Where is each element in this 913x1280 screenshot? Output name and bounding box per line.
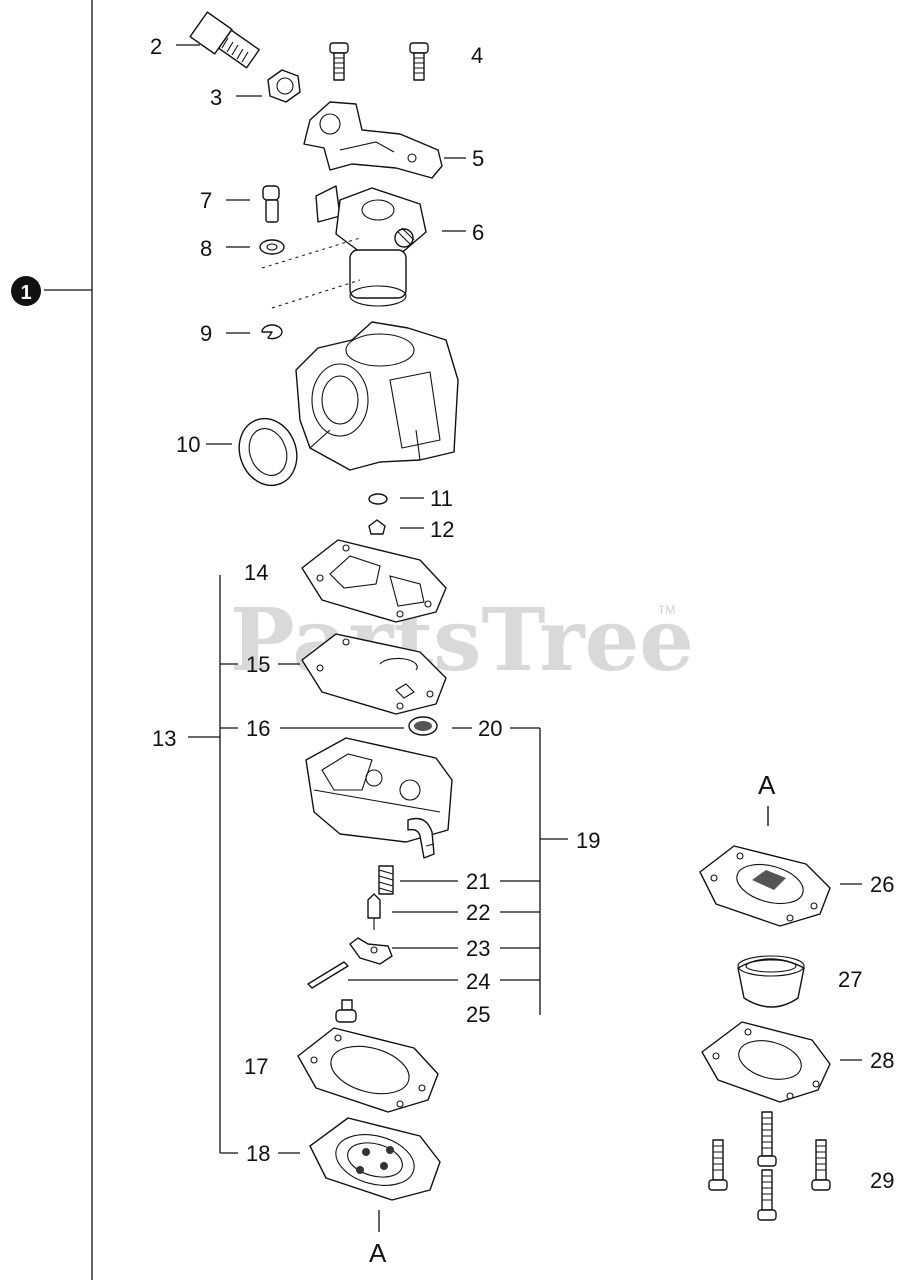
- part-10-ring-gasket[interactable]: [230, 410, 306, 493]
- part-25-screw[interactable]: [335, 999, 357, 1023]
- part-27-primer-bulb[interactable]: [737, 955, 805, 1008]
- part-5-throttle-lever[interactable]: [303, 101, 443, 179]
- part-23-metering-lever[interactable]: [349, 937, 393, 965]
- part-7-idle-screw[interactable]: [262, 185, 280, 223]
- callout-7[interactable]: 7: [200, 188, 212, 213]
- reference-a-bottom[interactable]: A: [369, 1238, 387, 1268]
- callout-25[interactable]: 25: [466, 1002, 490, 1027]
- callout-16[interactable]: 16: [246, 716, 270, 741]
- callout-11[interactable]: 11: [430, 486, 453, 511]
- part-18-diaphragm[interactable]: [309, 1117, 441, 1201]
- reference-a-top[interactable]: A: [758, 770, 776, 800]
- callout-6[interactable]: 6: [472, 220, 484, 245]
- callout-2[interactable]: 2: [150, 34, 162, 59]
- part-8-washer[interactable]: [259, 239, 285, 255]
- part-17-gasket[interactable]: [297, 1027, 439, 1113]
- assembly-marker[interactable]: 1: [11, 276, 41, 306]
- callout-17[interactable]: 17: [244, 1054, 268, 1079]
- callout-27[interactable]: 27: [838, 967, 862, 992]
- part-22-needle[interactable]: [367, 893, 381, 930]
- callout-9[interactable]: 9: [200, 321, 212, 346]
- callout-4[interactable]: 4: [471, 43, 483, 68]
- callout-24[interactable]: 24: [466, 969, 490, 994]
- callout-28[interactable]: 28: [870, 1048, 894, 1073]
- part-11-o-ring[interactable]: [368, 493, 388, 505]
- part-3-nut[interactable]: [267, 69, 301, 103]
- callout-21[interactable]: 21: [466, 869, 490, 894]
- part-21-spring[interactable]: [378, 865, 394, 895]
- part-24-pin[interactable]: [307, 961, 349, 989]
- part-2-adjust-screw[interactable]: [189, 11, 260, 69]
- callout-26[interactable]: 26: [870, 872, 894, 897]
- callout-18[interactable]: 18: [246, 1141, 270, 1166]
- callout-15[interactable]: 15: [246, 652, 270, 677]
- callout-8[interactable]: 8: [200, 236, 212, 261]
- callout-29[interactable]: 29: [870, 1168, 894, 1193]
- callout-22[interactable]: 22: [466, 900, 490, 925]
- svg-text:1: 1: [20, 282, 31, 304]
- trademark: TM: [658, 603, 675, 617]
- part-15-gasket[interactable]: [301, 633, 447, 715]
- part-28-primer-cover[interactable]: [701, 1021, 831, 1103]
- callout-10[interactable]: 10: [176, 432, 200, 457]
- carburetor-body[interactable]: [295, 321, 459, 471]
- callout-19[interactable]: 19: [576, 828, 600, 853]
- watermark: PartsTree: [230, 590, 694, 691]
- callout-20[interactable]: 20: [478, 716, 502, 741]
- callout-14[interactable]: 14: [244, 560, 268, 585]
- part-26-primer-plate[interactable]: [699, 845, 831, 927]
- part-14-gasket[interactable]: [301, 539, 447, 623]
- callout-3[interactable]: 3: [210, 85, 222, 110]
- part-9-clip[interactable]: [261, 324, 283, 340]
- part-12-plug[interactable]: [368, 519, 386, 535]
- part-20-screen[interactable]: [408, 716, 438, 736]
- part-6-throttle-body[interactable]: [315, 185, 427, 307]
- callout-5[interactable]: 5: [472, 146, 484, 171]
- callout-23[interactable]: 23: [466, 936, 490, 961]
- part-29-screws[interactable]: [708, 1111, 831, 1221]
- callout-13[interactable]: 13: [152, 726, 176, 751]
- callout-12[interactable]: 12: [430, 517, 454, 542]
- pump-body[interactable]: [305, 737, 453, 859]
- part-4-screws[interactable]: [329, 42, 429, 81]
